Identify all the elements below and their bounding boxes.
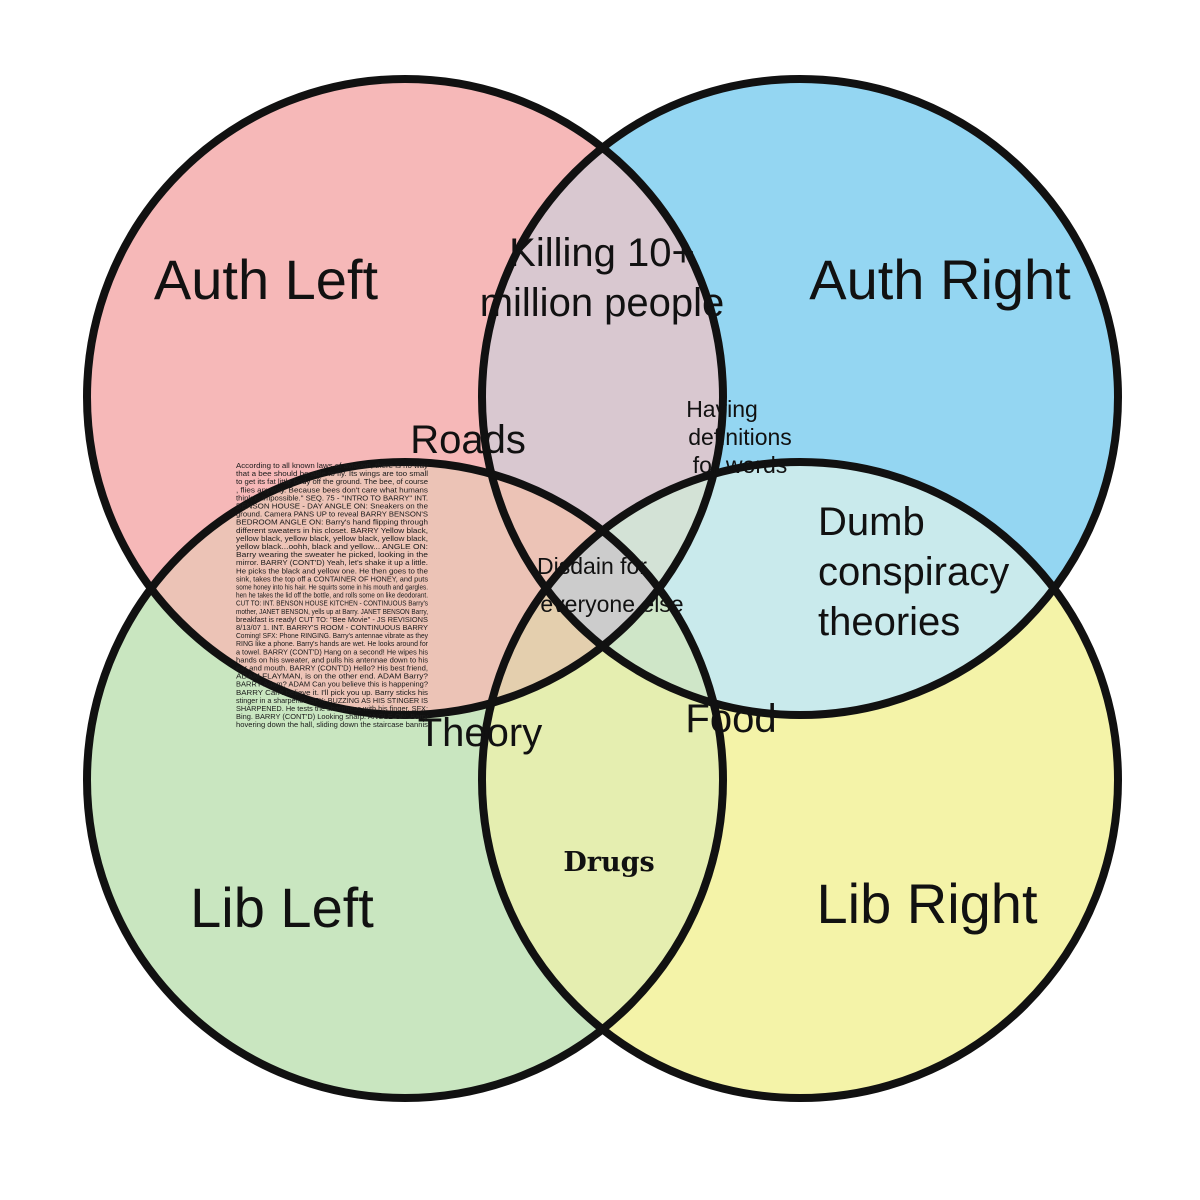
script-line: hovering down the hall, sliding down the…: [236, 720, 428, 729]
script-line: some honey into his hair. He squirts som…: [236, 583, 428, 592]
script-line: RING like a phone. Barry's hands are wet…: [236, 639, 429, 648]
conspiracy-label-line-2: conspiracy: [818, 550, 1009, 594]
script-line: hen he takes the lid off the bottle, and…: [236, 591, 428, 600]
auth-right-outline: [478, 75, 1122, 719]
script-line: sink, takes the top off a CONTAINER OF H…: [236, 574, 428, 583]
script-line: different sweaters in his closet. BARRY …: [236, 526, 428, 535]
script-line: stinger in a sharpener. SFX: BUZZING AS …: [236, 696, 428, 705]
roads-label: Roads: [410, 418, 526, 462]
script-line: ground. Camera PANS UP to reveal BARRY B…: [236, 510, 428, 519]
script-line: think is impossible." SEQ. 75 - "INTRO T…: [236, 493, 428, 502]
drugs-label: Drugs: [563, 847, 654, 878]
script-line: SHARPENED. He tests the sharpness with h…: [236, 704, 428, 713]
script-line: BEDROOM ANGLE ON: Barry's hand flipping …: [236, 518, 428, 527]
script-line: yellow black, yellow black, yellow black…: [236, 534, 428, 543]
script-line: Barry wearing the sweater he picked, loo…: [236, 550, 428, 559]
script-line: mother, JANET BENSON, yells up at Barry.…: [236, 607, 428, 616]
lib-right-label: Lib Right: [816, 872, 1037, 935]
script-line: yellow black...oohh, black and yellow...…: [236, 542, 428, 551]
disdain-label-line-2: everyone else: [540, 591, 683, 617]
script-line: breakfast is ready! CUT TO: "Bee Movie" …: [236, 615, 428, 624]
script-line: BARRY Can't believe it. I'll pick you up…: [236, 688, 428, 697]
script-line: mirror. BARRY (CONT'D) Yeah, let's shake…: [236, 558, 428, 567]
script-line: to get its fat little body off the groun…: [236, 477, 428, 486]
script-line: CUT TO: INT. BENSON HOUSE KITCHEN - CONT…: [236, 599, 428, 608]
auth-right-label: Auth Right: [809, 248, 1071, 311]
bee-movie-script-text: According to all known laws of aviation,…: [236, 461, 429, 729]
script-line: ADAM FLAYMAN, is on the other end. ADAM …: [236, 672, 428, 681]
script-line: He picks the black and yellow one. He th…: [236, 566, 428, 575]
script-line: that a bee should be able to fly. Its wi…: [236, 469, 428, 478]
lib-left-outline: [83, 458, 727, 1102]
script-line: According to all known laws of aviation,…: [236, 461, 428, 470]
auth-right-lib-left-lib-right-overlap: [482, 462, 723, 715]
script-line: , flies anyway. Because bees don't care …: [236, 485, 428, 494]
definitions-label-line-1: Having: [686, 396, 758, 422]
lib-left-label: Lib Left: [190, 876, 374, 939]
script-line: hands on his sweater, and pulls his ante…: [236, 655, 428, 664]
disdain-label-line-1: Disdain for: [537, 553, 647, 579]
script-line: Bing. BARRY (CONT'D) Looking sharp. ANGL…: [236, 712, 428, 721]
script-line: Coming! SFX: Phone RINGING. Barry's ante…: [236, 631, 428, 640]
food-label: Food: [685, 697, 776, 741]
script-line: ear and mouth. BARRY (CONT'D) Hello? His…: [236, 664, 428, 673]
theory-label: Theory: [418, 711, 543, 755]
conspiracy-label-line-1: Dumb: [818, 500, 925, 544]
lib-right-outline: [478, 458, 1122, 1102]
killing-label-line-2: million people: [480, 281, 725, 325]
script-line: 8/13/07 1. INT. BARRY'S ROOM - CONTINUOU…: [236, 623, 428, 632]
definitions-label-line-3: for words: [693, 452, 788, 478]
script-line: BENSON HOUSE - DAY ANGLE ON: Sneakers on…: [236, 502, 428, 511]
script-line: a towel. BARRY (CONT'D) Hang on a second…: [236, 647, 428, 656]
auth-left-label: Auth Left: [154, 248, 379, 311]
definitions-label-line-2: definitions: [688, 424, 792, 450]
auth-left-outline: [83, 75, 727, 719]
killing-label-line-1: Killing 10+: [509, 231, 695, 275]
script-line: BARRY Adam? ADAM Can you believe this is…: [236, 680, 428, 689]
conspiracy-label-line-3: theories: [818, 600, 960, 644]
